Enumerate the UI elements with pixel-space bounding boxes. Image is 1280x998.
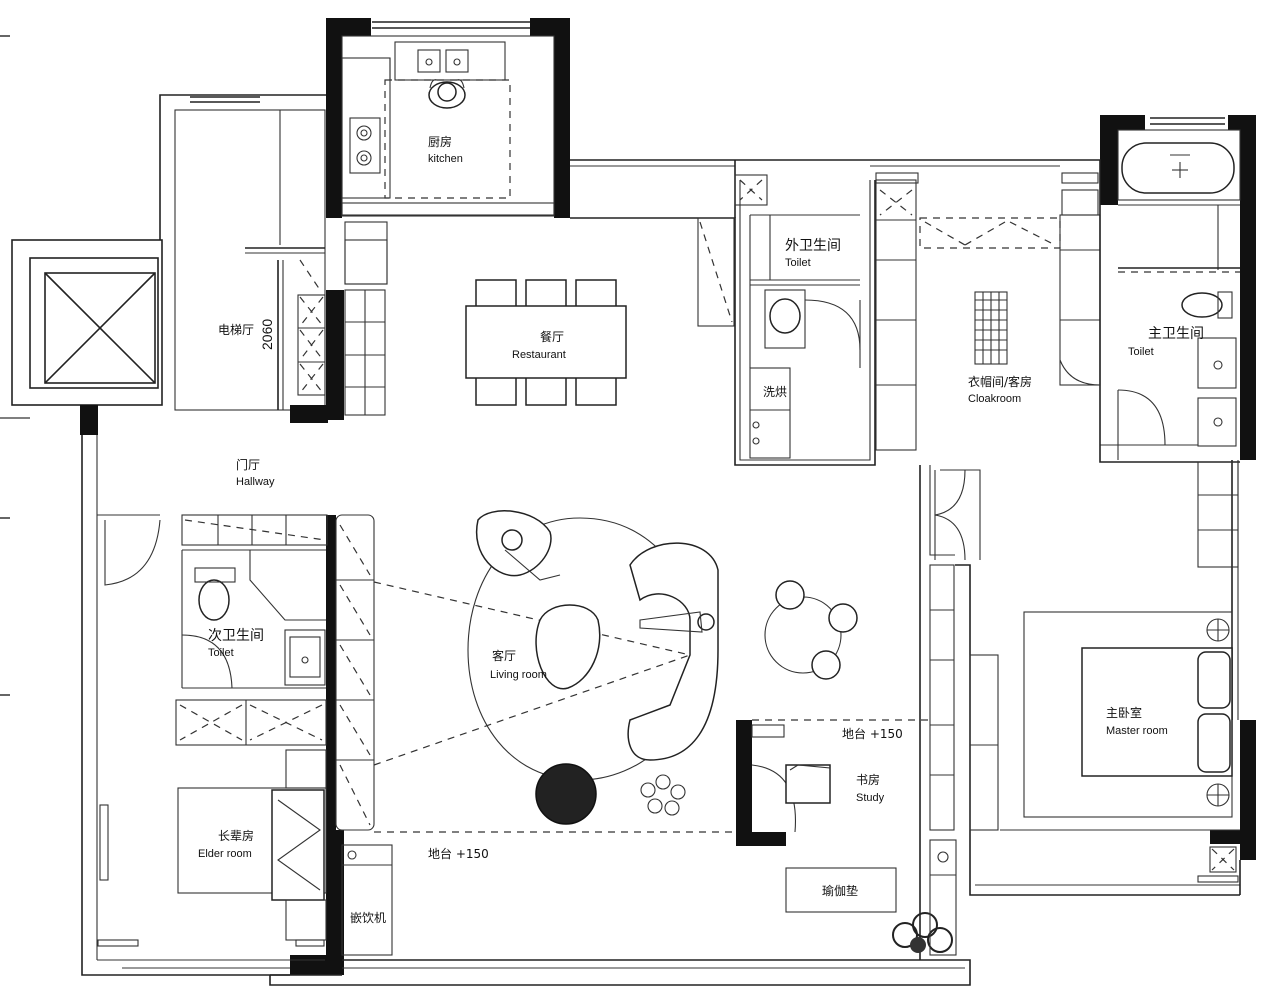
elder-room-area xyxy=(99,749,327,941)
margin-ticks xyxy=(0,35,30,696)
outer-toilet-label-cn: 外卫生间 xyxy=(785,238,841,254)
study-label-en: Study xyxy=(856,792,885,804)
elder-room-label-cn: 长辈房 xyxy=(218,828,254,843)
dining-table xyxy=(465,279,627,406)
walls xyxy=(80,18,1256,975)
outer-toilet-label-en: Toilet xyxy=(785,257,811,269)
second-toilet-label-en: Toilet xyxy=(208,647,234,659)
restaurant-label-en: Restaurant xyxy=(512,349,566,361)
master-room-label-cn: 主卧室 xyxy=(1106,705,1142,720)
plant xyxy=(892,912,953,953)
cloakroom-label-cn: 衣帽间/客房 xyxy=(968,374,1032,389)
bottom-platform-label: 地台 +150 xyxy=(428,846,489,861)
kitchen-area xyxy=(341,21,555,217)
washer-dryer-label: 洗烘 xyxy=(763,385,787,399)
yoga-mat-label: 瑜伽垫 xyxy=(822,883,858,898)
dimension-label: 2060 xyxy=(259,319,275,350)
living-room-label-cn: 客厅 xyxy=(492,648,516,663)
kitchen-label-cn: 厨房 xyxy=(428,134,452,149)
second-toilet-area xyxy=(97,514,328,746)
main-toilet-area xyxy=(1059,117,1241,568)
study-label-cn: 书房 xyxy=(856,772,880,787)
water-dispenser-label: 嵌饮机 xyxy=(350,911,386,925)
radiators xyxy=(97,875,1239,947)
elevator-hall-area xyxy=(159,94,330,411)
kitchen-storage xyxy=(344,221,388,416)
living-room-label-en: Living room xyxy=(490,669,547,681)
outer-toilet-area xyxy=(697,174,861,459)
main-toilet-label-cn: 主卫生间 xyxy=(1148,326,1204,342)
main-toilet-label-en: Toilet xyxy=(1128,346,1154,358)
elder-room-label-en: Elder room xyxy=(198,848,252,860)
study-platform-label: 地台 +150 xyxy=(842,726,903,741)
hallway-label-en: Hallway xyxy=(236,476,275,488)
kitchen-label-en: kitchen xyxy=(428,153,463,165)
cloakroom-label-en: Cloakroom xyxy=(968,393,1021,405)
cloakroom-area xyxy=(875,172,1101,451)
master-room-area xyxy=(929,469,1240,956)
restaurant-label-cn: 餐厅 xyxy=(540,329,564,344)
second-toilet-label-cn: 次卫生间 xyxy=(208,628,264,644)
study-area xyxy=(374,719,930,833)
outer-frame xyxy=(81,159,1241,986)
hallway-label-cn: 门厅 xyxy=(236,457,260,472)
living-room-furniture xyxy=(373,510,858,825)
master-room-label-en: Master room xyxy=(1106,725,1168,737)
elevator-hall-label: 电梯厅 xyxy=(218,323,254,337)
elevator-shaft xyxy=(11,239,163,406)
tv-cabinet xyxy=(335,514,375,831)
water-dispenser xyxy=(341,844,393,956)
yoga-mat xyxy=(785,867,897,913)
